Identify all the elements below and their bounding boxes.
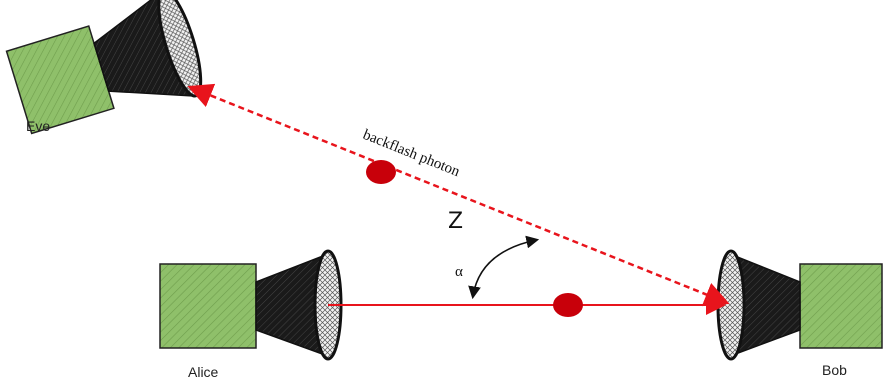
bob-device xyxy=(716,249,883,361)
alice-box xyxy=(159,263,257,349)
bob-box xyxy=(799,263,883,349)
angle-arrow-icon xyxy=(468,235,540,300)
eve-label: Eve xyxy=(26,118,50,134)
alice-device xyxy=(159,249,343,361)
backflash-path xyxy=(187,83,730,307)
transmitted-photon-icon xyxy=(553,293,583,317)
eve-device xyxy=(5,0,203,135)
alpha-label: α xyxy=(455,264,463,280)
alice-label: Alice xyxy=(188,364,219,380)
z-label: Z xyxy=(448,209,463,234)
bob-label: Bob xyxy=(822,362,847,378)
backflash-photon-icon xyxy=(366,160,396,184)
